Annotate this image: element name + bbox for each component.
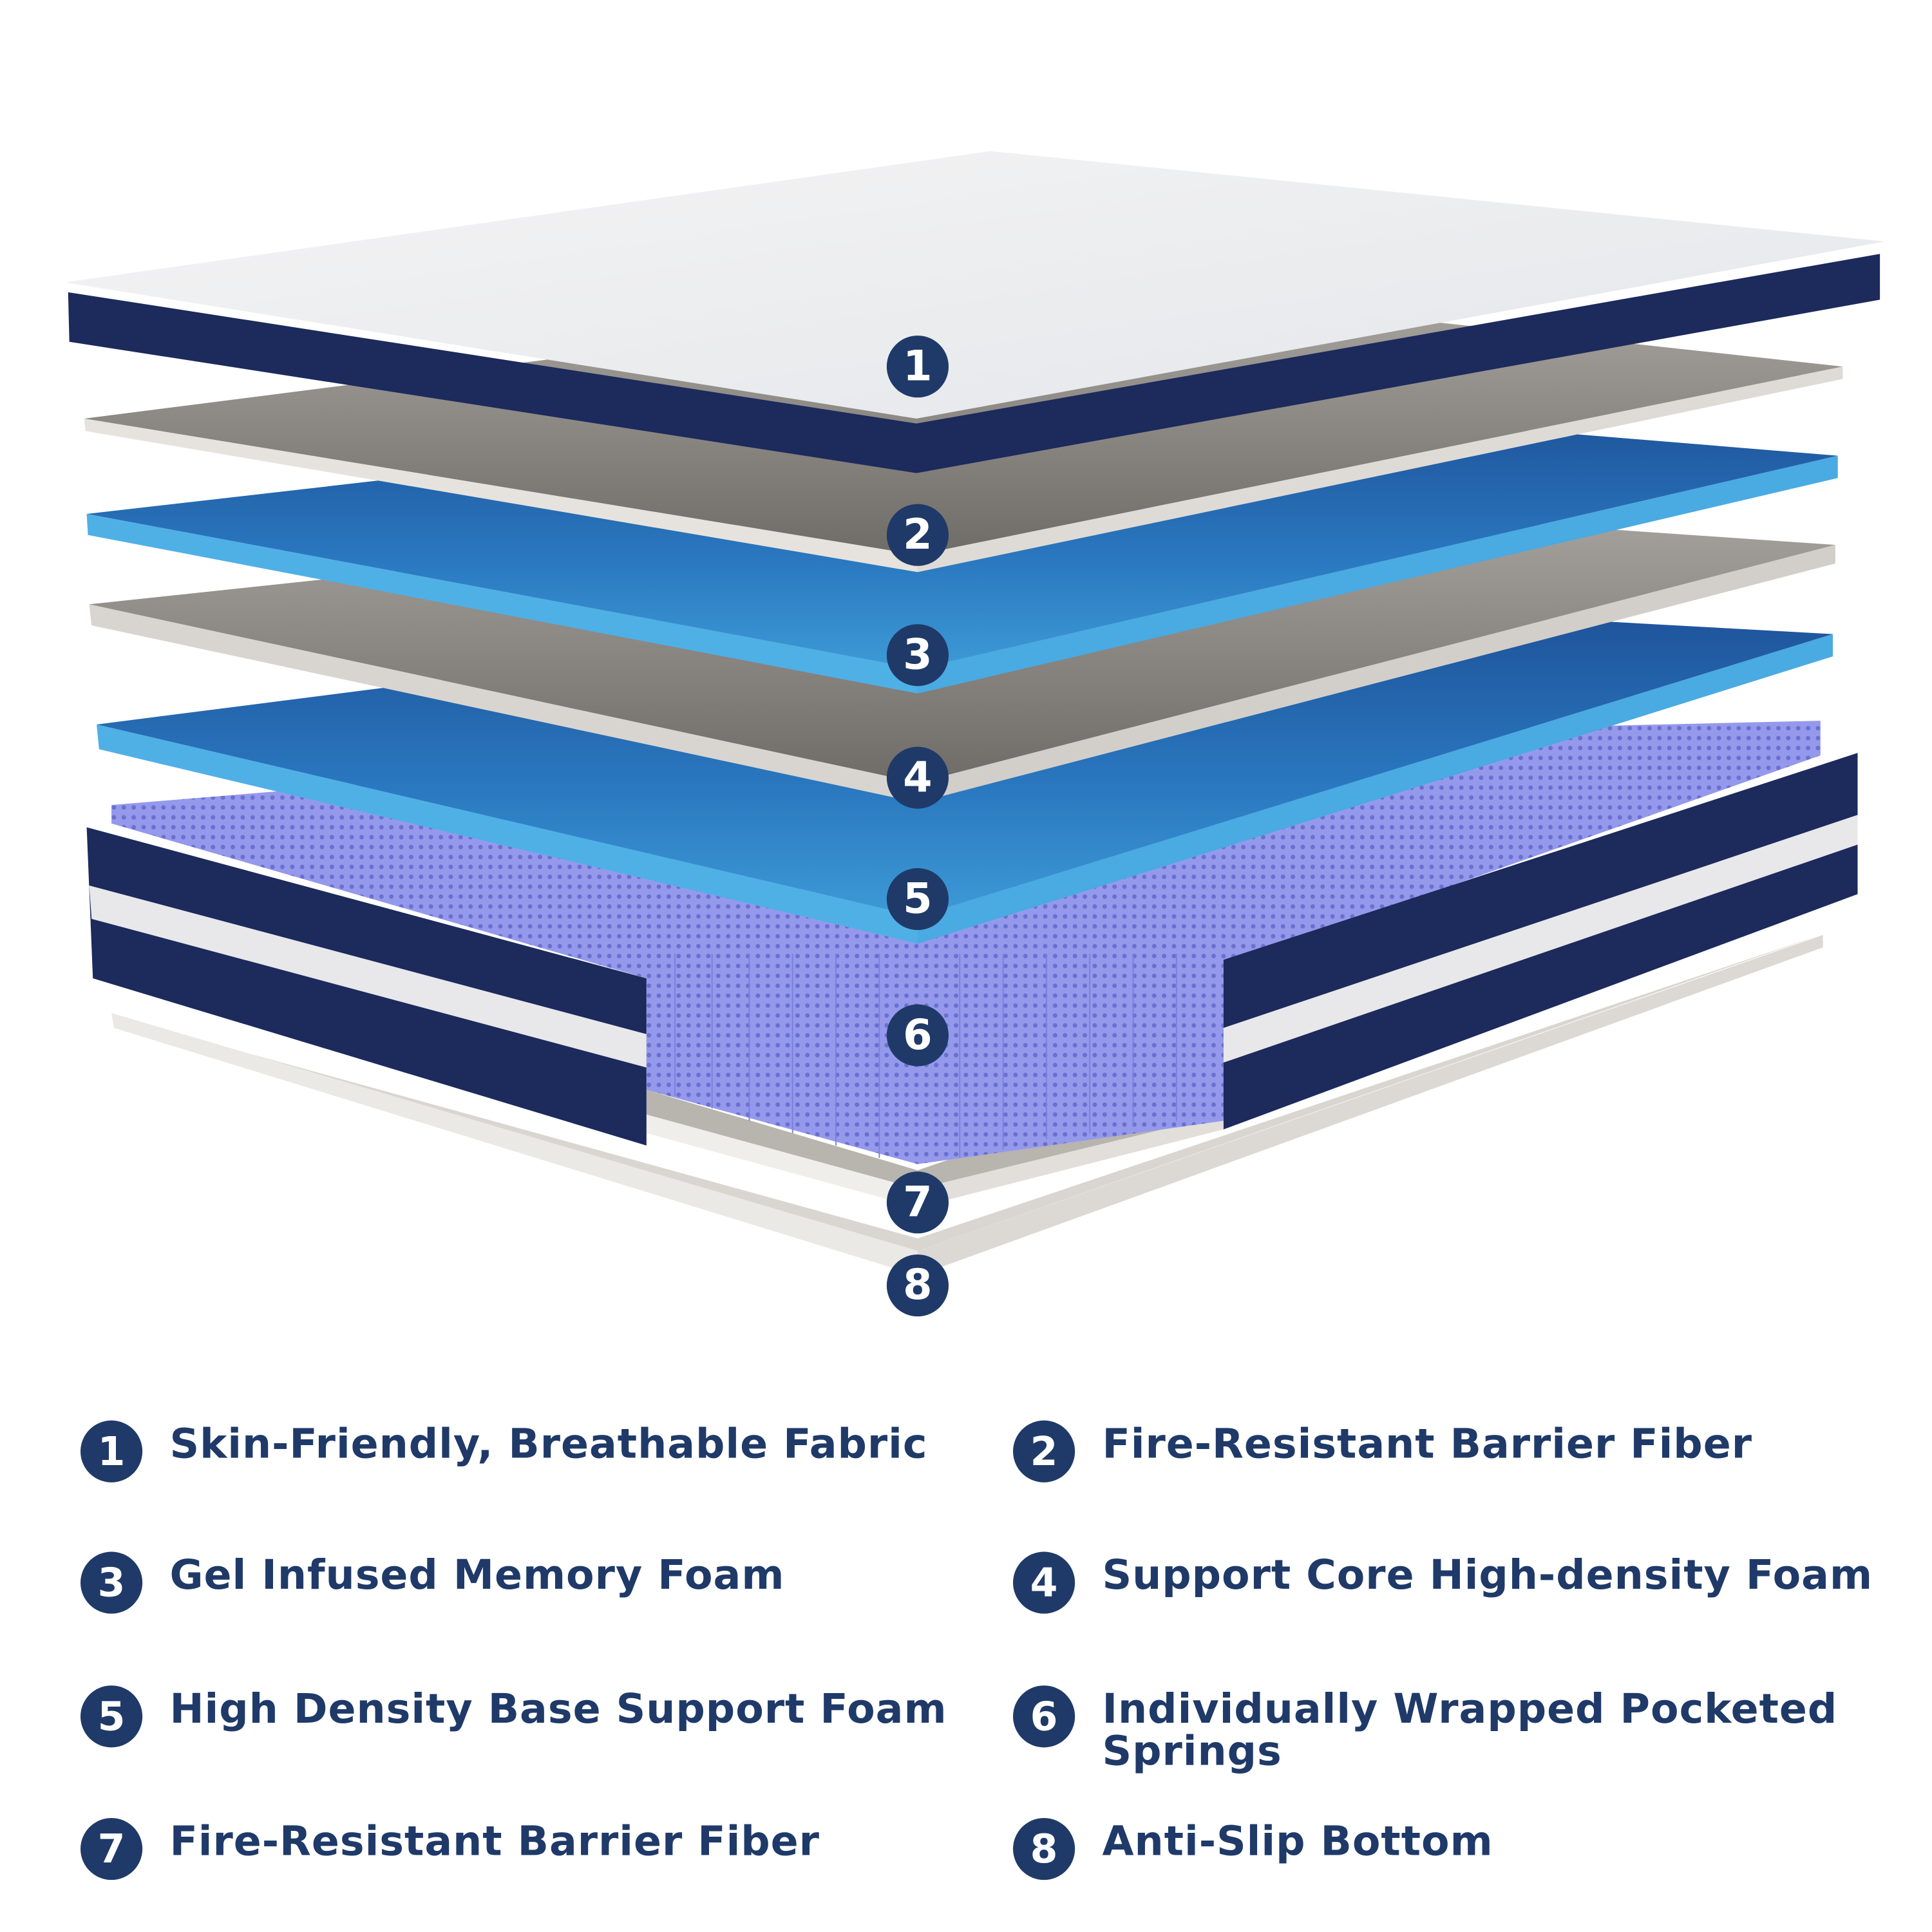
marker-6: 6: [886, 1004, 949, 1066]
marker-4: 4: [886, 746, 949, 809]
layer-top-fabric: [64, 151, 1885, 473]
layer-anti-slip-bottom: [111, 934, 1823, 1276]
legend-number-badge: 6: [1013, 1685, 1075, 1748]
marker-1: 1: [886, 336, 949, 398]
legend-item: 7 Fire-Resistant Barrier Fiber: [80, 1817, 820, 1880]
legend-number-badge: 8: [1013, 1817, 1075, 1880]
legend-number-badge: 2: [1013, 1420, 1075, 1482]
legend-item: 3 Gel Infused Memory Foam: [80, 1550, 785, 1614]
marker-7: 7: [886, 1171, 949, 1234]
legend-item: 2 Fire-Resistant Barrier Fiber: [1013, 1419, 1752, 1482]
legend-number-badge: 1: [80, 1420, 143, 1482]
legend-label: Fire-Resistant Barrier Fiber: [1102, 1419, 1752, 1468]
legend-number-badge: 7: [80, 1817, 143, 1880]
legend-label: Anti-Slip Bottom: [1102, 1817, 1493, 1866]
legend-label: Support Core High-density Foam: [1102, 1550, 1873, 1599]
legend-item: 4 Support Core High-density Foam: [1013, 1550, 1873, 1614]
legend-label: Individually Wrapped Pocketed Springs: [1102, 1684, 1838, 1775]
legend-label: Skin-Friendly, Breathable Fabric: [169, 1419, 928, 1468]
legend-item: 5 High Density Base Support Foam: [80, 1684, 947, 1748]
legend-label: Fire-Resistant Barrier Fiber: [169, 1817, 820, 1866]
legend-number-badge: 4: [1013, 1551, 1075, 1614]
marker-3: 3: [886, 624, 949, 687]
legend-label: Gel Infused Memory Foam: [169, 1550, 785, 1599]
marker-5: 5: [886, 868, 949, 931]
legend-item: 8 Anti-Slip Bottom: [1013, 1817, 1493, 1880]
legend-item: 1 Skin-Friendly, Breathable Fabric: [80, 1419, 928, 1482]
legend-number-badge: 3: [80, 1551, 143, 1614]
marker-2: 2: [886, 504, 949, 566]
legend-number-badge: 5: [80, 1685, 143, 1748]
legend-label: High Density Base Support Foam: [169, 1684, 947, 1733]
marker-8: 8: [886, 1254, 949, 1317]
legend-item: 6 Individually Wrapped Pocketed Springs: [1013, 1685, 1880, 1772]
mattress-illustration: [64, 151, 1885, 1276]
